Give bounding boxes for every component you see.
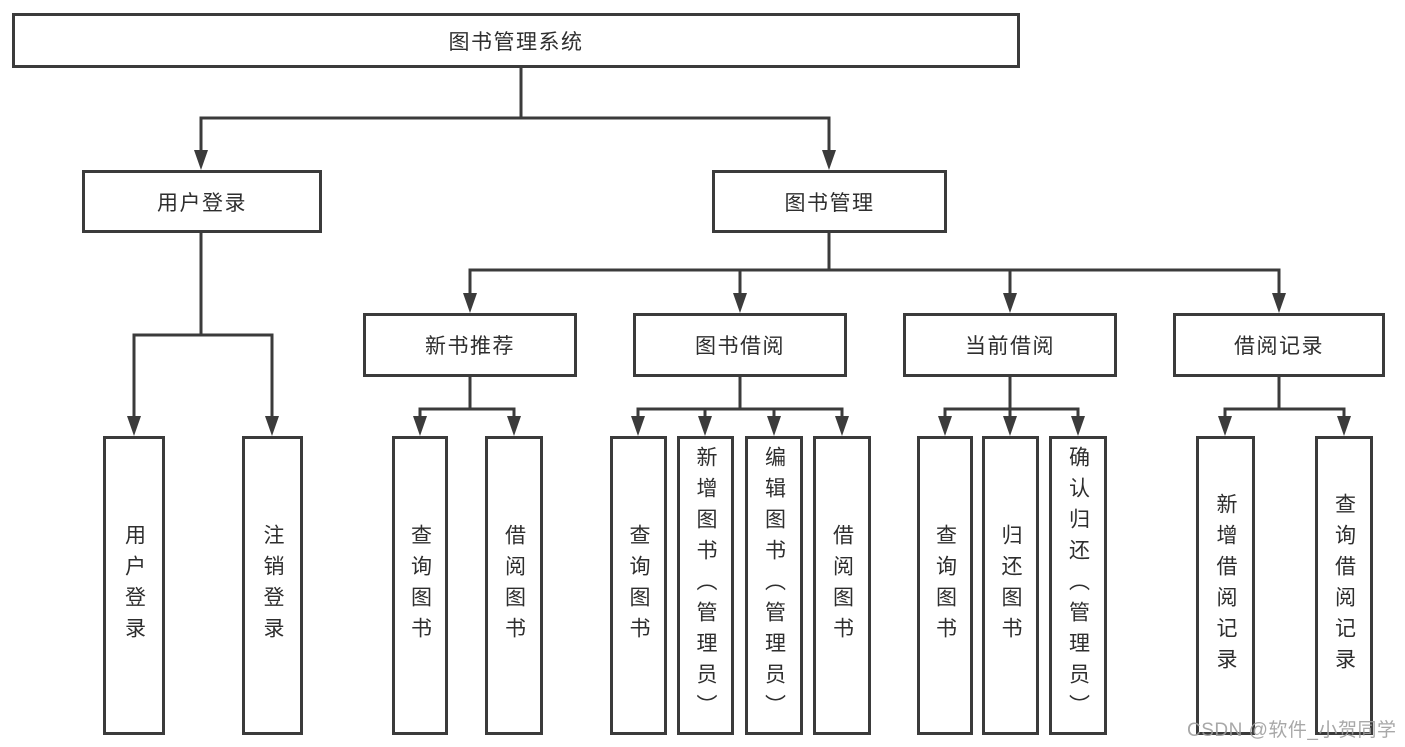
leaf-bb-add-books-admin-label: 新增图书（管理员） (694, 446, 718, 725)
leaf-br-add-record: 新增借阅记录 (1196, 436, 1255, 735)
leaf-br-add-record-label: 新增借阅记录 (1214, 492, 1238, 679)
node-root-label: 图书管理系统 (448, 30, 584, 54)
node-new-book-recommend: 新书推荐 (363, 313, 577, 377)
node-current-borrowing: 当前借阅 (903, 313, 1117, 377)
leaf-br-query-record-label: 查询借阅记录 (1332, 492, 1356, 679)
leaf-cb-query-books: 查询图书 (917, 436, 973, 735)
leaf-bb-edit-books-admin: 编辑图书（管理员） (745, 436, 803, 735)
leaf-bb-add-books-admin: 新增图书（管理员） (677, 436, 734, 735)
leaf-cb-query-books-label: 查询图书 (933, 523, 957, 648)
leaf-nb-query-books: 查询图书 (392, 436, 448, 735)
leaf-cb-return-books: 归还图书 (982, 436, 1039, 735)
connector-user-login-to-leaves (127, 230, 279, 436)
node-borrowing-records: 借阅记录 (1173, 313, 1385, 377)
leaf-bb-edit-books-admin-label: 编辑图书（管理员） (762, 446, 786, 725)
leaf-cb-confirm-return-admin-label: 确认归还（管理员） (1066, 446, 1090, 725)
leaf-cb-confirm-return-admin: 确认归还（管理员） (1049, 436, 1107, 735)
node-book-management-label: 图书管理 (784, 191, 875, 215)
leaf-nb-borrow-books: 借阅图书 (485, 436, 543, 735)
leaf-br-query-record: 查询借阅记录 (1315, 436, 1373, 735)
leaf-nb-query-books-label: 查询图书 (408, 523, 432, 648)
leaf-bb-query-books-label: 查询图书 (627, 523, 651, 648)
node-current-borrowing-label: 当前借阅 (965, 335, 1055, 358)
node-user-login: 用户登录 (82, 170, 322, 233)
node-book-management: 图书管理 (712, 170, 947, 233)
connector-book-borrow-to-leaves (631, 374, 849, 436)
connector-root-to-level2 (194, 65, 836, 170)
leaf-bb-borrow-books: 借阅图书 (813, 436, 871, 735)
node-user-login-label: 用户登录 (157, 191, 247, 215)
connector-book-mgmt-to-level3 (463, 230, 1286, 313)
node-borrowing-records-label: 借阅记录 (1234, 335, 1324, 358)
node-book-borrowing: 图书借阅 (633, 313, 847, 377)
node-book-borrowing-label: 图书借阅 (695, 335, 785, 358)
connector-borrow-records-to-leaves (1218, 374, 1351, 436)
leaf-user-login: 用户登录 (103, 436, 165, 735)
connector-new-book-to-leaves (413, 374, 521, 436)
leaf-logout: 注销登录 (242, 436, 303, 735)
node-new-book-recommend-label: 新书推荐 (425, 335, 515, 358)
connector-current-borrow-to-leaves (938, 374, 1085, 436)
leaf-bb-query-books: 查询图书 (610, 436, 667, 735)
node-root: 图书管理系统 (12, 13, 1020, 68)
leaf-nb-borrow-books-label: 借阅图书 (502, 523, 526, 648)
csdn-watermark: CSDN @软件_小贺同学 (1187, 720, 1397, 741)
leaf-cb-return-books-label: 归还图书 (999, 523, 1023, 648)
leaf-bb-borrow-books-label: 借阅图书 (830, 523, 854, 648)
leaf-user-login-label: 用户登录 (122, 523, 146, 648)
leaf-logout-label: 注销登录 (261, 523, 285, 648)
